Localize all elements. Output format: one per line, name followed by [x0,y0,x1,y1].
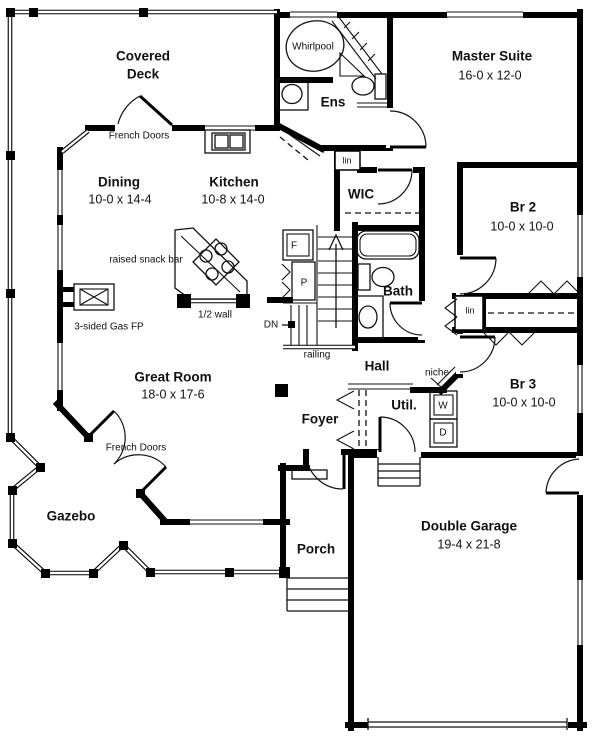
room-label-double-garage: Double Garage [421,519,518,534]
stairs-up [316,225,354,347]
room-label-porch: Porch [297,542,335,557]
ensuite-toilet [351,73,387,108]
room-label-gazebo: Gazebo [47,509,96,524]
stairs-down [282,302,317,345]
garage-side-door [545,458,580,495]
linen-closet-lower-box [444,295,484,336]
br3-door [459,335,496,373]
room-label-ensuite: Ens [321,95,346,110]
util-door [378,416,416,453]
down-label: DN [264,320,278,331]
garage-door [367,718,568,730]
bath-toilet [357,263,395,291]
bifold-door-marks [335,280,581,450]
room-label-covered-deck-line1: Covered [116,49,170,64]
room-label-hall: Hall [365,359,390,374]
linen-closet-upper-box [334,150,361,171]
snack-bar-island [174,227,248,300]
bath-tub [356,230,420,260]
gas-fireplace-label: 3-sided Gas FP [74,322,144,333]
interior-walls [267,12,583,396]
linen-upper-label: lin [342,155,351,165]
kitchen-corner-cabinet [279,129,321,161]
room-label-foyer: Foyer [302,412,340,427]
room-dims-great-room: 18-0 x 17-6 [141,387,204,401]
br2-door [459,256,497,295]
foyer-closet-shelf [348,383,413,390]
closet-rods [345,212,575,451]
room-label-kitchen: Kitchen [209,175,259,190]
railing-posts [6,8,290,578]
shower [331,15,383,80]
room-dims-double-garage: 19-4 x 21-8 [437,537,500,551]
fireplace [58,283,115,311]
room-dims-kitchen: 10-8 x 14-0 [201,192,264,206]
dryer-box [429,418,458,448]
room-dims-master-suite: 16-0 x 12-0 [458,68,521,82]
room-label-util: Util. [391,398,417,413]
room-label-bath: Bath [383,284,413,299]
room-label-covered-deck-line2: Deck [127,67,160,82]
washer-label: W [438,401,448,412]
room-label-br3: Br 3 [510,377,537,392]
french-doors-bottom-label: French Doors [106,443,167,454]
room-label-wic: WIC [348,187,374,202]
room-label-br2: Br 2 [510,200,536,215]
niche-shelf [430,366,456,388]
room-dims-dining: 10-0 x 14-4 [88,192,151,206]
dryer-label: D [439,428,446,439]
master-suite-door [389,110,427,149]
linen-lower-label: lin [465,305,474,315]
niche-label: niche [425,368,449,379]
fridge-box [282,229,314,261]
pantry-label: P [301,278,308,289]
whirlpool-label: Whirlpool [292,42,334,53]
kitchen-sink-counter [204,129,251,154]
front-door [305,451,346,490]
french-doors-top-label: French Doors [109,131,170,142]
cooktop [192,238,240,286]
dining-bay-window [60,129,90,154]
porch-steps [286,577,348,612]
room-dims-br2: 10-0 x 10-0 [490,219,553,233]
pantry [281,261,316,301]
whirlpool-tub [285,20,345,72]
room-label-dining: Dining [98,175,140,190]
fridge-label: F [291,241,297,252]
railing-label: railing [304,350,331,361]
bath-door [389,301,423,336]
room-label-great-room: Great Room [134,370,211,385]
great-room-french-doors [86,409,168,495]
half-wall-label: 1/2 wall [198,310,232,321]
deck-french-door [117,94,174,127]
room-dims-br3: 10-0 x 10-0 [492,395,555,409]
snack-bar-label: raised snack bar [109,255,183,266]
wic-door [377,168,413,205]
front-door-step [291,469,328,480]
bath-vanity-sink [353,295,384,339]
room-label-master-suite: Master Suite [452,49,533,64]
ensuite-vanity-sink [276,78,309,111]
entry-steps [377,457,421,487]
half-wall [177,294,250,308]
structural-posts [275,384,288,397]
deck-railing [7,9,287,576]
door-swings [86,94,580,495]
windows [56,10,584,645]
